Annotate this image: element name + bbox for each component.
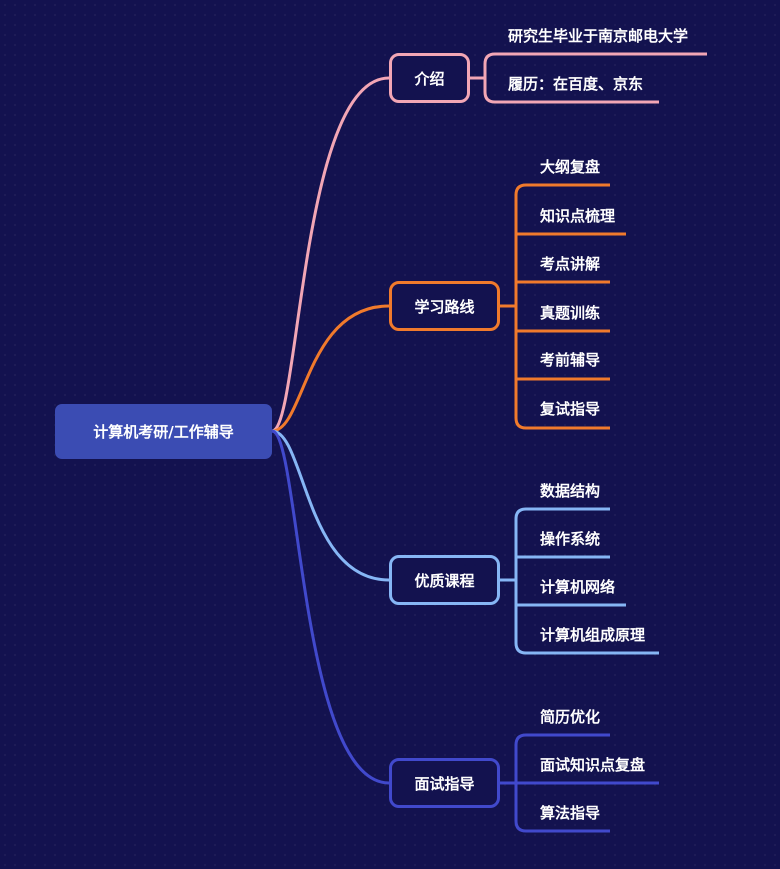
leaf-computer-networks[interactable]: 计算机网络 [540, 578, 616, 596]
leaf-exam-point-lecture[interactable]: 考点讲解 [540, 255, 601, 273]
leaf-syllabus-review[interactable]: 大纲复盘 [540, 158, 601, 176]
leaf-pre-exam-coaching[interactable]: 考前辅导 [540, 351, 601, 369]
connector-root-courses [271, 429, 390, 582]
connector-root-intro [271, 76, 390, 433]
branch-learning-route[interactable]: 学习路线 [389, 281, 500, 331]
leaf-computer-organization[interactable]: 计算机组成原理 [540, 626, 646, 644]
leaf-knowledge-points[interactable]: 知识点梳理 [540, 207, 616, 225]
connector-root-route [271, 304, 390, 433]
leaf-operating-systems[interactable]: 操作系统 [540, 530, 601, 548]
leaf-retest-guidance[interactable]: 复试指导 [540, 400, 601, 418]
leaf-resume-optimization[interactable]: 简历优化 [540, 708, 601, 726]
leaf-work-history[interactable]: 履历：在百度、京东 [508, 75, 644, 93]
leaf-algorithm-guidance[interactable]: 算法指导 [540, 804, 601, 822]
leaf-past-paper-training[interactable]: 真题训练 [540, 304, 601, 322]
leaf-graduate-school[interactable]: 研究生毕业于南京邮电大学 [508, 27, 689, 45]
branch-interview-guidance[interactable]: 面试指导 [389, 758, 500, 808]
leaf-data-structures[interactable]: 数据结构 [540, 482, 601, 500]
branch-quality-courses[interactable]: 优质课程 [389, 555, 500, 605]
connector-root-interview [271, 429, 390, 785]
branch-intro[interactable]: 介绍 [389, 53, 470, 103]
leaf-interview-knowledge-review[interactable]: 面试知识点复盘 [540, 756, 646, 774]
root-topic[interactable]: 计算机考研/工作辅导 [55, 404, 272, 459]
